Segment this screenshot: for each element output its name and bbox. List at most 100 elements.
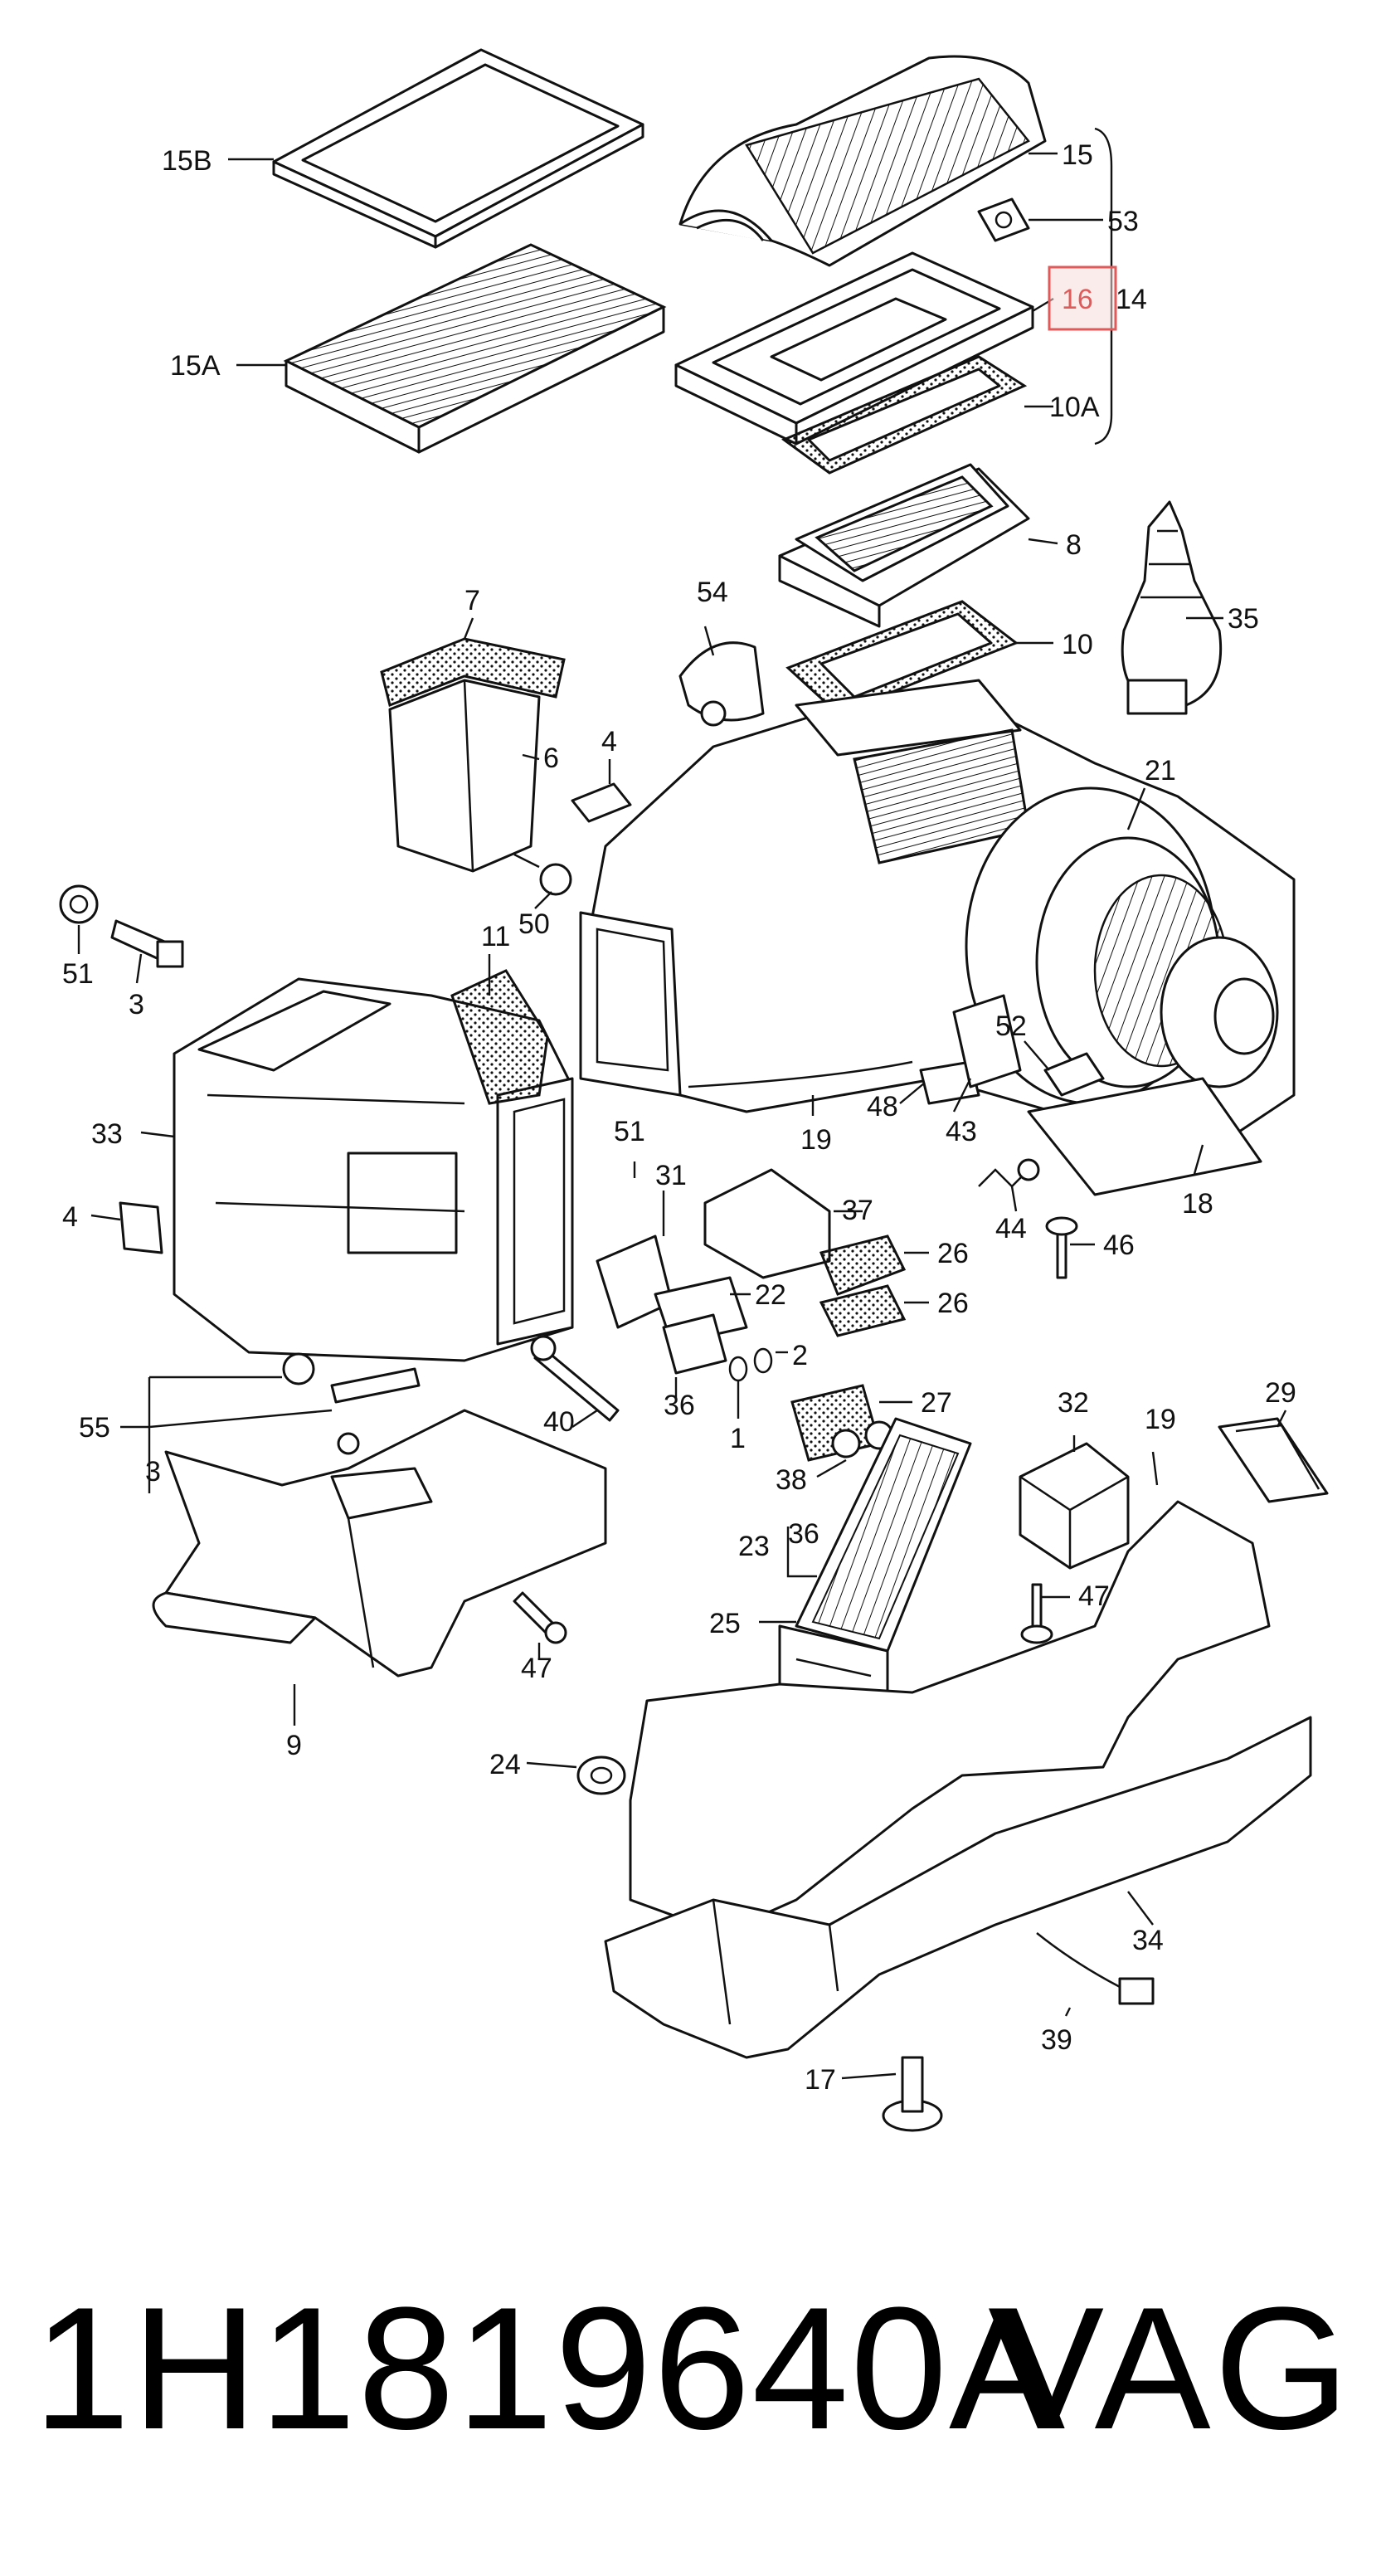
callout-43: 43 bbox=[946, 1116, 977, 1147]
nut-53 bbox=[977, 197, 1030, 242]
callout-40: 40 bbox=[543, 1406, 575, 1438]
callout-29: 29 bbox=[1265, 1377, 1296, 1409]
callout-46: 46 bbox=[1103, 1230, 1135, 1261]
callout-36-mid: 36 bbox=[664, 1390, 695, 1421]
callout-35: 35 bbox=[1228, 603, 1259, 635]
bracket-26b bbox=[819, 1284, 907, 1337]
callout-2: 2 bbox=[792, 1340, 808, 1371]
lower-duct-9 bbox=[152, 1409, 607, 1678]
resistor-36 bbox=[662, 1313, 727, 1375]
grommet-24 bbox=[576, 1755, 626, 1795]
filter-insert-8 bbox=[778, 463, 1030, 628]
callout-24: 24 bbox=[489, 1749, 521, 1780]
callout-15b: 15B bbox=[162, 145, 212, 177]
o-rings-1-2 bbox=[728, 1347, 773, 1382]
callout-39: 39 bbox=[1041, 2024, 1072, 2056]
leader-lines bbox=[77, 127, 1287, 2080]
callout-36-low: 36 bbox=[788, 1518, 819, 1550]
callout-32: 32 bbox=[1058, 1387, 1089, 1419]
callout-50: 50 bbox=[518, 908, 550, 940]
callout-34: 34 bbox=[1132, 1925, 1164, 1956]
bolt-3 bbox=[110, 919, 184, 968]
callout-8: 8 bbox=[1066, 529, 1082, 561]
blower-housing bbox=[579, 679, 1296, 1196]
callout-51-mid: 51 bbox=[614, 1116, 645, 1147]
callout-7: 7 bbox=[464, 585, 480, 616]
connector-43 bbox=[952, 994, 1022, 1088]
callout-9: 9 bbox=[286, 1730, 302, 1761]
callout-14: 14 bbox=[1116, 284, 1147, 315]
gasket-10 bbox=[785, 600, 1019, 715]
clip-52 bbox=[1043, 1052, 1105, 1097]
callout-26-b: 26 bbox=[937, 1288, 969, 1319]
highlight-box bbox=[1048, 265, 1117, 331]
callout-19-top: 19 bbox=[800, 1124, 832, 1156]
callout-47-right: 47 bbox=[1078, 1580, 1110, 1612]
callout-54: 54 bbox=[697, 577, 728, 608]
callout-44: 44 bbox=[995, 1213, 1027, 1244]
screw-46 bbox=[1045, 1216, 1078, 1279]
callout-16: 16 bbox=[1062, 284, 1093, 315]
exploded-parts-diagram: 15B 15A 15 53 16 14 10A 8 35 7 54 10 6 4… bbox=[59, 48, 1329, 2132]
nut-51 bbox=[59, 884, 99, 924]
flap-29 bbox=[1218, 1417, 1329, 1503]
callout-26-a: 26 bbox=[937, 1238, 969, 1269]
callout-3-low: 3 bbox=[145, 1456, 161, 1488]
clip-4 bbox=[571, 782, 632, 823]
callout-11: 11 bbox=[481, 921, 510, 952]
heater-box-33 bbox=[173, 977, 574, 1362]
callout-27: 27 bbox=[921, 1387, 952, 1419]
flap-motor-54 bbox=[678, 641, 765, 727]
callout-37: 37 bbox=[842, 1195, 873, 1226]
drain-valve-17 bbox=[882, 2056, 943, 2132]
spring-44 bbox=[978, 1158, 1040, 1188]
callout-55: 55 bbox=[79, 1412, 110, 1444]
air-duct-6 bbox=[388, 679, 541, 873]
callout-31: 31 bbox=[655, 1160, 687, 1191]
callout-3-top: 3 bbox=[129, 989, 144, 1020]
part-number: 1H1819640A bbox=[33, 2271, 1067, 2466]
bolt-40 bbox=[530, 1335, 620, 1422]
callout-10: 10 bbox=[1062, 629, 1093, 660]
callout-47-left: 47 bbox=[521, 1653, 552, 1684]
housing-cover-15 bbox=[678, 55, 1047, 267]
callout-23: 23 bbox=[738, 1531, 770, 1562]
callout-4-top: 4 bbox=[601, 726, 617, 757]
callout-25: 25 bbox=[709, 1608, 741, 1639]
seal-11 bbox=[450, 969, 549, 1105]
lever-55 bbox=[282, 1352, 421, 1455]
clip-4-left bbox=[119, 1201, 163, 1254]
callout-21: 21 bbox=[1145, 755, 1176, 786]
module-37 bbox=[703, 1168, 831, 1279]
callout-1: 1 bbox=[730, 1423, 746, 1454]
callout-15: 15 bbox=[1062, 139, 1093, 171]
callout-38: 38 bbox=[776, 1464, 807, 1496]
brand-name: VAG bbox=[988, 2271, 1353, 2466]
gasket-10a bbox=[781, 355, 1028, 475]
screw-50 bbox=[513, 853, 572, 896]
callout-48: 48 bbox=[867, 1091, 898, 1122]
callout-19-right: 19 bbox=[1145, 1404, 1176, 1435]
caption-bar: 1H1819640A VAG bbox=[0, 2281, 1386, 2530]
callout-4-left: 4 bbox=[62, 1201, 78, 1233]
screw-47-left bbox=[513, 1591, 567, 1644]
callout-10a: 10A bbox=[1049, 392, 1100, 423]
sensor-35 bbox=[1121, 500, 1223, 715]
callout-33: 33 bbox=[91, 1118, 123, 1150]
lower-housing-34 bbox=[604, 1500, 1312, 2059]
filter-frame-15b bbox=[272, 48, 644, 249]
callout-53: 53 bbox=[1107, 206, 1139, 237]
callout-6: 6 bbox=[543, 743, 559, 774]
callout-15a: 15A bbox=[170, 350, 221, 382]
bracket-26a bbox=[819, 1234, 907, 1296]
intake-frame-16 bbox=[674, 251, 1034, 446]
relay-32 bbox=[1019, 1442, 1130, 1570]
pollen-filter-15a bbox=[283, 243, 667, 454]
callout-17: 17 bbox=[805, 2064, 836, 2096]
callout-51-top: 51 bbox=[62, 958, 94, 990]
callout-22: 22 bbox=[755, 1279, 786, 1311]
callout-52: 52 bbox=[995, 1010, 1027, 1042]
cable-39 bbox=[1036, 1932, 1155, 2005]
screw-47-right bbox=[1020, 1583, 1053, 1644]
callout-18: 18 bbox=[1182, 1188, 1213, 1220]
